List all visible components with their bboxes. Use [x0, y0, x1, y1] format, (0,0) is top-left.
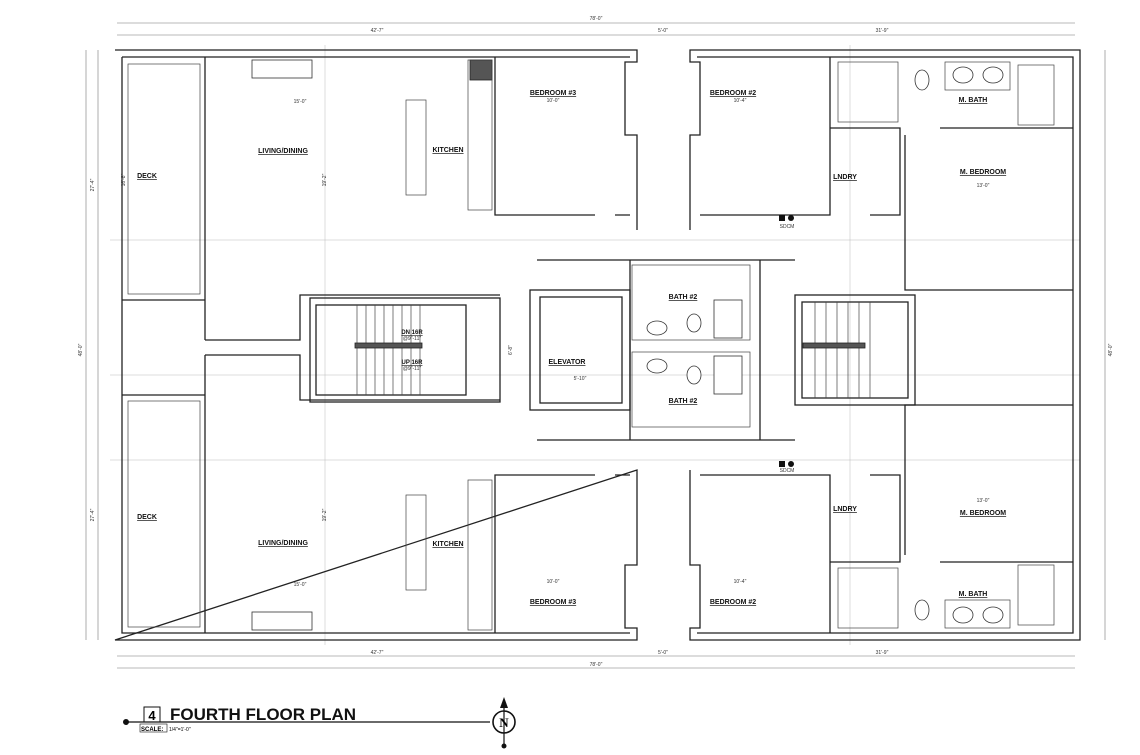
label-stair-dn-riser: @9"-11"	[403, 336, 421, 342]
elevator-shaft	[529, 289, 631, 411]
dim-unit-depth: 27'-4"	[90, 178, 96, 191]
dim-bed3-width-bottom: 10'-0"	[547, 579, 560, 585]
label-mbedroom-top: M. BEDROOM	[960, 169, 1006, 176]
label-bath2-bottom: BATH #2	[669, 398, 698, 405]
dim-elevator-width: 5'-10"	[574, 376, 587, 382]
left-unit-walls	[205, 57, 630, 633]
dim-mbed-width-bottom: 13'-0"	[977, 498, 990, 504]
scale-value: 1/4"=1'-0"	[169, 727, 191, 733]
dim-right-width-bottom: 31'-9"	[876, 650, 889, 656]
right-unit-walls	[700, 57, 1073, 633]
central-corridor-walls	[537, 259, 795, 441]
label-kitchen-bottom: KITCHEN	[432, 541, 463, 548]
dim-overall-width: 78'-0"	[590, 16, 603, 22]
dim-living-width: 15'-0"	[294, 99, 307, 105]
label-bedroom2-bottom: BEDROOM #2	[710, 599, 756, 606]
stair-right	[794, 294, 916, 406]
drawing-title: FOURTH FLOOR PLAN	[170, 705, 356, 724]
reference-gridlines	[110, 45, 1080, 645]
dim-gap-width: 5'-0"	[658, 28, 668, 34]
dim-stair-depth: 6'-8"	[508, 345, 514, 355]
dim-mbed-width: 13'-0"	[977, 183, 990, 189]
label-living-bottom: LIVING/DINING	[258, 540, 308, 547]
dim-unit-depth-bottom: 27'-4"	[90, 508, 96, 521]
dim-overall-depth: 48'-0"	[78, 343, 84, 356]
label-mbedroom-bottom: M. BEDROOM	[960, 510, 1006, 517]
dim-bed3-width: 10'-0"	[547, 98, 560, 104]
label-bedroom3-top: BEDROOM #3	[530, 90, 576, 97]
label-sdcm-top: SDCM	[780, 224, 795, 230]
label-sdcm-bottom: SDCM	[780, 468, 795, 474]
bottom-dimensions: 78'-0" 42'-7" 5'-0" 31'-9"	[117, 650, 1075, 669]
dim-living-depth-bottom: 19'-2"	[322, 508, 328, 521]
dim-overall-width-bottom: 78'-0"	[590, 662, 603, 668]
label-stair-up-riser: @9"-11"	[403, 366, 421, 372]
dim-bed2-width: 10'-4"	[734, 98, 747, 104]
room-dimensions: 15'-0" 15'-0" 19'-2" 19'-2" 16'-8" 10'-0…	[121, 98, 990, 588]
label-elevator: ELEVATOR	[549, 359, 586, 366]
dim-right-width: 31'-9"	[876, 28, 889, 34]
drawing-title-block: 4 FOURTH FLOOR PLAN SCALE: 1/4"=1'-0"	[123, 705, 490, 733]
label-deck-bottom: DECK	[137, 514, 157, 521]
label-bath2-top: BATH #2	[669, 294, 698, 301]
side-dimensions: 48'-0" 27'-4" 27'-4" 48'-0"	[78, 50, 1114, 640]
scale-label: SCALE:	[141, 727, 163, 733]
label-laundry-bottom: LNDRY	[833, 506, 857, 513]
dim-left-width-bottom: 42'-7"	[371, 650, 384, 656]
dim-deck-depth: 16'-8"	[121, 173, 127, 186]
top-dimensions: 78'-0" 42'-7" 5'-0" 31'-9"	[117, 16, 1075, 36]
dim-living-depth: 19'-2"	[322, 173, 328, 186]
label-stair-dn: DN 16R	[401, 330, 423, 336]
label-laundry-top: LNDRY	[833, 174, 857, 181]
dim-living-width-bottom: 15'-0"	[294, 582, 307, 588]
label-mbath-bottom: M. BATH	[959, 591, 988, 598]
label-mbath-top: M. BATH	[959, 97, 988, 104]
label-stair-up: UP 16R	[402, 360, 424, 366]
label-living-top: LIVING/DINING	[258, 148, 308, 155]
exterior-walls	[114, 49, 1081, 641]
label-deck-top: DECK	[137, 173, 157, 180]
room-labels: DECK DECK LIVING/DINING LIVING/DINING KI…	[137, 90, 1006, 606]
drawing-number: 4	[148, 708, 156, 723]
label-kitchen-top: KITCHEN	[432, 147, 463, 154]
label-bedroom3-bottom: BEDROOM #3	[530, 599, 576, 606]
stair-left	[309, 297, 501, 403]
label-bedroom2-top: BEDROOM #2	[710, 90, 756, 97]
smoke-detectors	[779, 215, 794, 467]
north-arrow-icon: N	[492, 697, 516, 749]
dim-overall-depth-right: 48'-0"	[1108, 343, 1114, 356]
dim-bed2-width-bottom: 10'-4"	[734, 579, 747, 585]
north-label: N	[499, 715, 509, 730]
dim-gap-width-bottom: 5'-0"	[658, 650, 668, 656]
dim-left-width: 42'-7"	[371, 28, 384, 34]
